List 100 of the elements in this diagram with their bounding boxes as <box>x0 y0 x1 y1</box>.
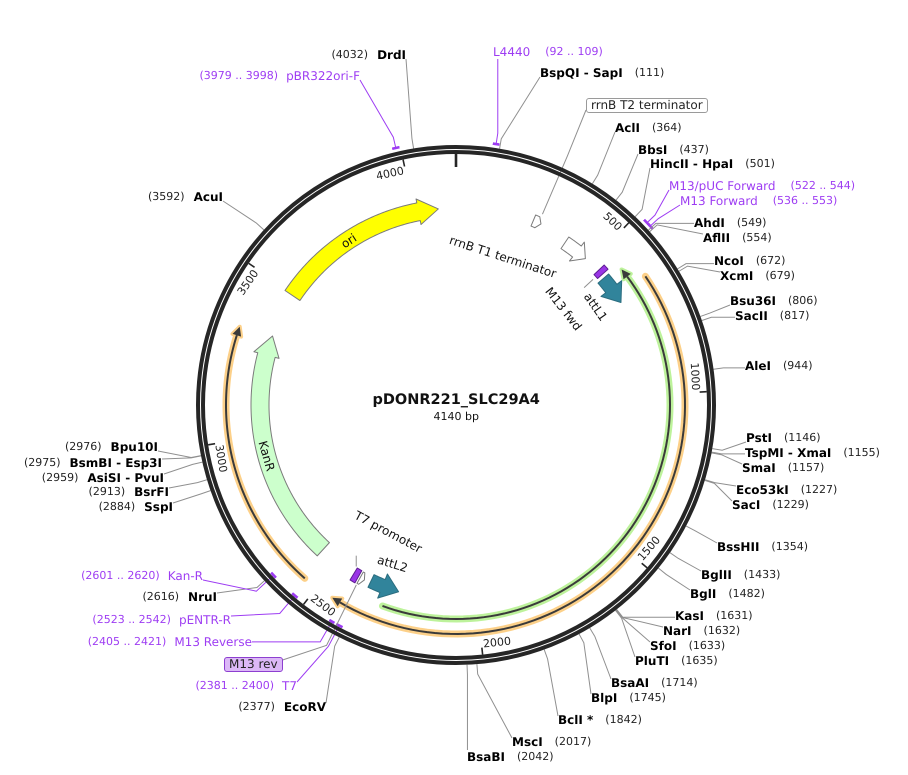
scale-label: 4000 <box>374 164 404 182</box>
cut-site-position: (1635) <box>681 654 718 668</box>
cut-site-position: (1842) <box>605 713 642 727</box>
cut-site-position: (2017) <box>554 735 592 749</box>
leader-line <box>648 222 694 231</box>
primer-range: (2601 .. 2620) <box>81 569 160 583</box>
feature-label: KanR <box>256 439 278 473</box>
cut-site-position: (1146) <box>784 431 821 445</box>
cut-site-position: (437) <box>679 143 709 157</box>
cut-site-position: (1354) <box>771 540 808 554</box>
cut-site-position: (1227) <box>800 483 838 497</box>
cut-site-position: (2959) <box>42 471 78 485</box>
enzyme-name: DrdI <box>377 48 406 62</box>
primer-range: (522 .. 544) <box>790 179 856 193</box>
leader-line <box>230 592 299 616</box>
cut-site-position: (1433) <box>744 568 780 582</box>
primer-name: M13/pUC Forward <box>669 179 776 193</box>
enzyme-name: BsaBI <box>467 750 505 764</box>
leader-line <box>713 367 746 370</box>
enzyme-name: BsmBI - Esp3I <box>70 456 162 470</box>
primer-name: M13 Reverse <box>174 635 252 649</box>
leader-line <box>499 76 540 150</box>
enzyme-name: BssHII <box>717 540 760 554</box>
leader-line <box>326 636 340 704</box>
cut-site-position: (2976) <box>64 440 102 454</box>
cut-site-position: (2377) <box>238 700 275 714</box>
leader-line <box>704 480 732 502</box>
enzyme-name: Eco53kI <box>736 483 789 497</box>
enzyme-name: AclI <box>615 121 640 135</box>
leader-line <box>202 571 278 592</box>
leader-line <box>712 442 746 451</box>
cut-site-position: (1155) <box>843 446 880 460</box>
plasmid-name: pDONR221_SLC29A4 <box>372 392 540 408</box>
leader-line <box>616 609 664 628</box>
leader-line <box>614 610 636 658</box>
enzyme-name: NcoI <box>714 254 744 268</box>
cut-site-position: (672) <box>756 254 786 268</box>
primer-range: (536 .. 553) <box>772 194 838 208</box>
enzyme-name: SfoI <box>650 639 677 653</box>
leader-line <box>406 58 414 149</box>
primer-range: (3979 .. 3998) <box>200 69 278 83</box>
cut-site-position: (364) <box>652 121 682 135</box>
feature-callout: M13 rev <box>224 657 283 672</box>
enzyme-name: AsiSI - PvuI <box>87 471 164 485</box>
leader-line <box>711 452 746 454</box>
leader-line <box>658 568 690 590</box>
plasmid-length: 4140 bp <box>434 410 479 422</box>
primer-range: (92 .. 109) <box>545 45 603 59</box>
enzyme-name: BglII <box>701 568 732 582</box>
primer-name: pBR322ori-F <box>286 69 360 83</box>
leader-line <box>158 450 202 458</box>
enzyme-name: SacI <box>732 498 760 512</box>
scale-label: 3000 <box>213 444 229 474</box>
cut-site-position: (3592) <box>148 190 185 204</box>
leader-line <box>544 649 558 716</box>
enzyme-name: XcmI <box>720 269 754 283</box>
cut-site-position: (2616) <box>142 590 180 604</box>
enzyme-name: TspMI - XmaI <box>745 446 832 460</box>
cut-site-position: (1631) <box>716 609 753 623</box>
cut-site-position: (1157) <box>788 461 824 475</box>
enzyme-name: SmaI <box>742 461 776 475</box>
primer-name: L4440 <box>493 45 530 59</box>
enzyme-name: BglI <box>690 587 716 601</box>
enzyme-name: BclI * <box>558 713 594 727</box>
scale-label: 2000 <box>482 635 512 650</box>
enzyme-name: AhdI <box>694 216 725 230</box>
leader-line <box>678 266 720 272</box>
enzyme-name: MscI <box>512 735 543 749</box>
leader-line <box>701 316 736 322</box>
leader-line <box>216 580 265 594</box>
leader-line <box>360 80 401 150</box>
primer-range: (2523 .. 2542) <box>92 613 171 627</box>
leader-line <box>616 609 650 642</box>
leader-line <box>491 58 501 146</box>
cut-site-position: (944) <box>783 359 813 373</box>
leader-line <box>700 304 730 317</box>
cut-site-position: (549) <box>736 216 766 230</box>
scale-label: 1000 <box>689 362 702 391</box>
cut-site-position: (2975) <box>24 456 61 470</box>
leader-line <box>476 664 512 738</box>
cut-site-position: (1714) <box>661 676 698 690</box>
leader-line <box>670 552 702 572</box>
leader-line <box>592 132 616 184</box>
cut-site-position: (806) <box>788 294 818 308</box>
enzyme-name: SspI <box>144 500 173 514</box>
leader-line <box>356 555 357 568</box>
enzyme-name: Bpu10I <box>110 440 158 454</box>
cut-site-position: (501) <box>745 157 775 171</box>
leader-line <box>168 479 208 488</box>
cut-site-position: (679) <box>765 269 795 283</box>
cut-site-position: (1633) <box>688 639 726 653</box>
cut-site-position: (1632) <box>704 624 740 638</box>
enzyme-name: BlpI <box>591 691 618 705</box>
cut-site-position: (4032) <box>331 48 368 62</box>
leader-line <box>296 622 344 682</box>
enzyme-name: KasI <box>675 609 704 623</box>
leader-line <box>584 278 594 288</box>
primer-name: T7 <box>282 679 297 693</box>
cut-site-position: (1229) <box>772 498 809 512</box>
cut-site-position: (2042) <box>517 750 554 764</box>
